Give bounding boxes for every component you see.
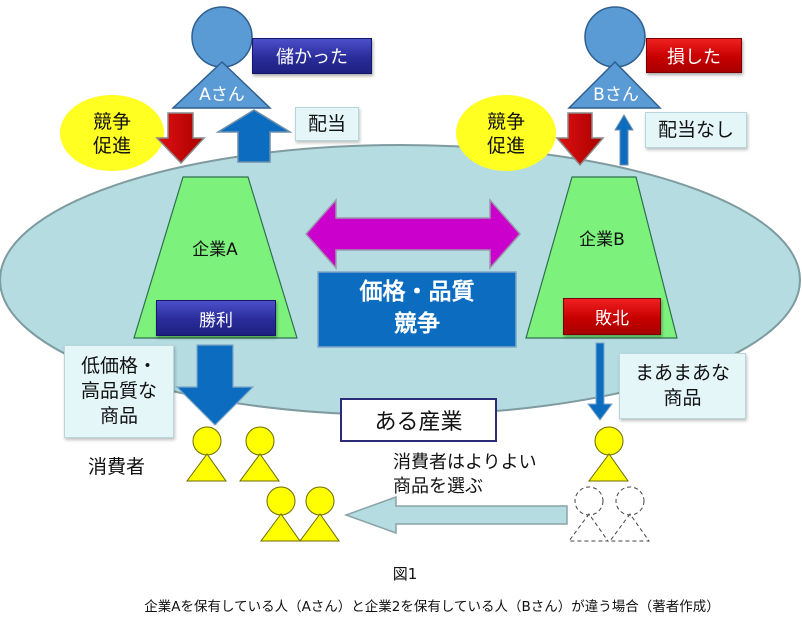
person-b-label: Bさん [593,85,639,105]
consumer-icon [260,486,301,542]
company-a-name: 企業A [192,240,238,260]
consumer-choice-line2: 商品を選ぶ [393,476,483,497]
person-a-label: Aさん [199,85,245,105]
competition-box [317,271,517,348]
competition-label: 価格・品質 競争 [318,276,516,340]
company-b-name: 企業B [579,230,625,250]
figure-caption: 企業Aを保有している人（Aさん）と企業2を保有している人（Bさん）が違う場合（著… [144,599,720,615]
consumer-icon [239,426,280,482]
competition-double-arrow [304,198,522,270]
product-b-label: まあまあな 商品 [619,353,746,419]
product-down-arrow-b [587,342,613,421]
loss-badge: 損した [646,38,742,73]
red-down-arrow-b [555,112,605,167]
red-down-arrow-a [155,112,206,165]
win-badge: 勝利 [156,300,276,336]
defeat-badge: 敗北 [563,298,661,335]
product-a-line1: 低価格・ [80,355,157,377]
product-a-line2: 高品質な [80,380,157,402]
consumer-choice-arrow [343,495,568,535]
no-dividend-label-b: 配当なし [645,112,747,148]
promotion-line1: 競争 [92,111,131,133]
consumer-icon [588,426,629,482]
product-b-line2: 商品 [663,387,702,409]
promotion-label-b: 競争 促進 [472,110,540,158]
promotion-circle-b [456,95,556,171]
no-dividend-up-arrow-b [614,114,634,166]
departed-consumer-icon [568,486,609,542]
industry-label: ある産業 [340,398,497,442]
promotion-circle-a [60,95,164,171]
person-a-icon [171,6,272,109]
product-a-line3: 商品 [99,405,138,427]
dividend-up-arrow-a [215,109,293,163]
product-down-arrow-a [175,344,255,426]
promotion-line2: 促進 [486,135,525,157]
competition-line1: 価格・品質 [359,279,475,305]
promotion-label-a: 競争 促進 [78,110,146,158]
competition-line2: 競争 [394,311,440,337]
departed-consumer-icon [609,486,650,542]
consumer-icon [299,486,340,542]
promotion-line1: 競争 [486,111,525,133]
consumer-icon [186,426,227,482]
person-b-icon [567,6,662,109]
profit-badge: 儲かった [252,38,372,74]
promotion-line2: 促進 [92,135,131,157]
dividend-label-a: 配当 [295,107,359,141]
product-a-label: 低価格・ 高品質な 商品 [64,345,174,438]
consumer-choice-label: 消費者はよりよい 商品を選ぶ [393,451,537,499]
consumer-choice-line1: 消費者はよりよい [393,452,537,473]
company-a-shape [133,176,298,339]
company-b-shape [525,176,678,339]
consumers-label: 消費者 [88,456,146,478]
figure-number: 図1 [392,565,418,583]
product-b-line1: まあまあな [634,362,730,384]
